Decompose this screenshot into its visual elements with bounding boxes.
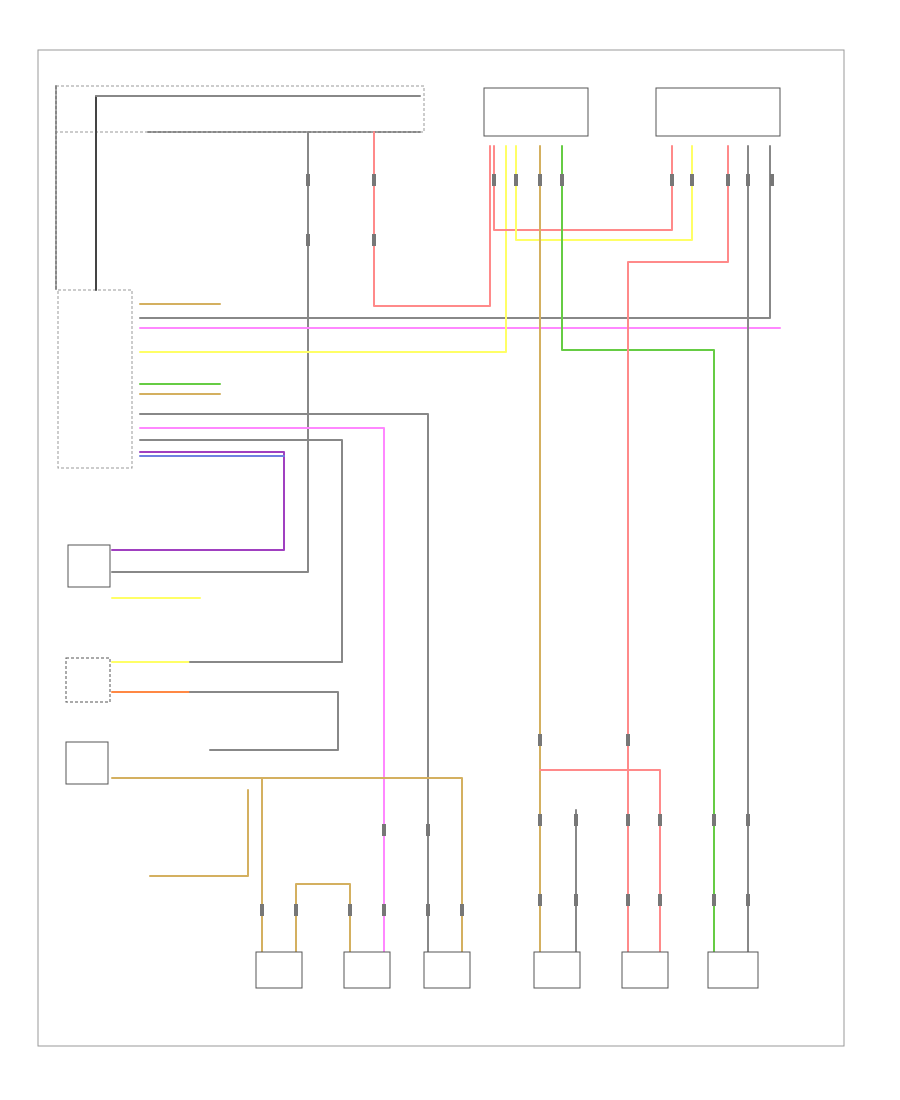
connector-29 bbox=[348, 904, 352, 916]
connector-25 bbox=[746, 814, 750, 826]
connector-13 bbox=[538, 734, 542, 746]
connector-8 bbox=[670, 174, 674, 186]
wire-relay2-red bbox=[627, 145, 729, 953]
wire-module-4 bbox=[139, 145, 507, 353]
connector-14 bbox=[538, 814, 542, 826]
connector-32 bbox=[426, 824, 430, 836]
wire-module-2 bbox=[139, 145, 771, 319]
connector-28 bbox=[294, 904, 298, 916]
relay-box-1 bbox=[483, 87, 589, 137]
wire-fuse1-down bbox=[111, 131, 309, 573]
wire-relay-green bbox=[561, 145, 715, 953]
bottom-motor-3 bbox=[707, 951, 759, 989]
wire-ground bbox=[149, 789, 249, 877]
connector-34 bbox=[460, 904, 464, 916]
relay-box-2 bbox=[655, 87, 781, 137]
wire-sw2-gray2 bbox=[189, 691, 339, 751]
switch-1 bbox=[67, 544, 111, 588]
wire-relay-red bbox=[493, 145, 673, 231]
connector-10 bbox=[726, 174, 730, 186]
connector-26 bbox=[746, 894, 750, 906]
connector-12 bbox=[770, 174, 774, 186]
connector-16 bbox=[574, 814, 578, 826]
connector-20 bbox=[626, 894, 630, 906]
wire-sw3-tan bbox=[111, 777, 463, 953]
connector-5 bbox=[514, 174, 518, 186]
connector-27 bbox=[260, 904, 264, 916]
bottom-motor-1 bbox=[533, 951, 581, 989]
wire-module-10 bbox=[111, 451, 285, 551]
connector-0 bbox=[306, 174, 310, 186]
connector-9 bbox=[690, 174, 694, 186]
switch-2 bbox=[65, 657, 111, 703]
bottom-switch-3 bbox=[423, 951, 471, 989]
connector-33 bbox=[426, 904, 430, 916]
bottom-motor-2 bbox=[621, 951, 669, 989]
connector-1 bbox=[306, 234, 310, 246]
wire-module-7 bbox=[139, 413, 429, 953]
wire-fuse2-down bbox=[373, 131, 491, 307]
connector-22 bbox=[658, 894, 662, 906]
connector-23 bbox=[712, 814, 716, 826]
switch-3 bbox=[65, 741, 109, 785]
connector-2 bbox=[372, 174, 376, 186]
bottom-switch-2 bbox=[343, 951, 391, 989]
connector-21 bbox=[658, 814, 662, 826]
connector-24 bbox=[712, 894, 716, 906]
fuse-box bbox=[55, 85, 425, 133]
bottom-switch-1 bbox=[255, 951, 303, 989]
connector-6 bbox=[538, 174, 542, 186]
diagram-frame bbox=[37, 49, 845, 1047]
control-module bbox=[57, 289, 133, 469]
connector-15 bbox=[538, 894, 542, 906]
connector-31 bbox=[382, 904, 386, 916]
connector-7 bbox=[560, 174, 564, 186]
connector-18 bbox=[626, 734, 630, 746]
connector-19 bbox=[626, 814, 630, 826]
connector-3 bbox=[372, 234, 376, 246]
connector-11 bbox=[746, 174, 750, 186]
wire-bottom-tan bbox=[295, 883, 351, 953]
connector-30 bbox=[382, 824, 386, 836]
wire-module-9 bbox=[139, 439, 343, 663]
wire-cross-red bbox=[539, 769, 661, 953]
connector-17 bbox=[574, 894, 578, 906]
wire-relay-yellow bbox=[515, 145, 693, 241]
connector-4 bbox=[492, 174, 496, 186]
